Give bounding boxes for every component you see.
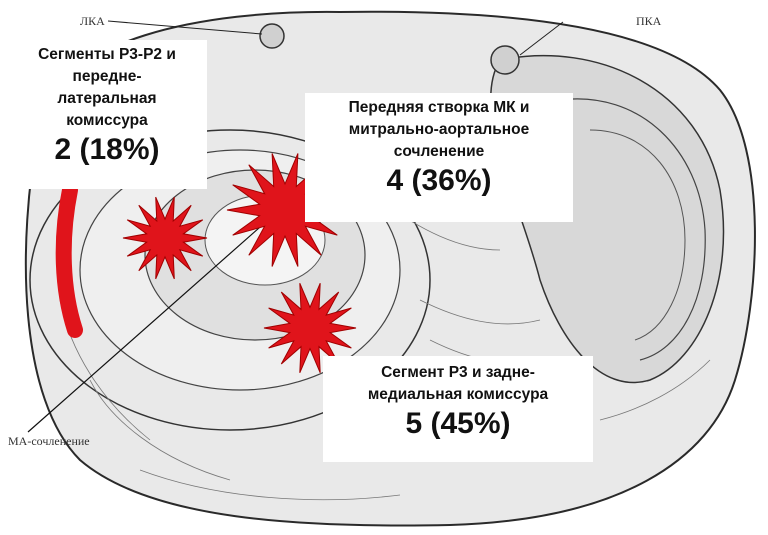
label-anterior-leaflet-value: 4 (36%) [305,163,573,199]
label-segment-p3-text: Сегмент Р3 и задне-медиальная комиссура [323,362,593,406]
label-anterior-leaflet-text: Передняя створка МК и митрально-аортальн… [305,97,573,163]
label-anterior-leaflet: Передняя створка МК и митрально-аортальн… [305,93,573,222]
label-segments-p3p2-text: Сегменты Р3-Р2 и передне-латеральная ком… [7,44,207,132]
label-segments-p3p2-value: 2 (18%) [7,132,207,168]
label-segments-p3p2: Сегменты Р3-Р2 и передне-латеральная ком… [7,40,207,189]
starburst-marker-p3p2 [123,197,207,279]
label-segment-p3-value: 5 (45%) [323,406,593,442]
label-segment-p3: Сегмент Р3 и задне-медиальная комиссура … [323,356,593,462]
